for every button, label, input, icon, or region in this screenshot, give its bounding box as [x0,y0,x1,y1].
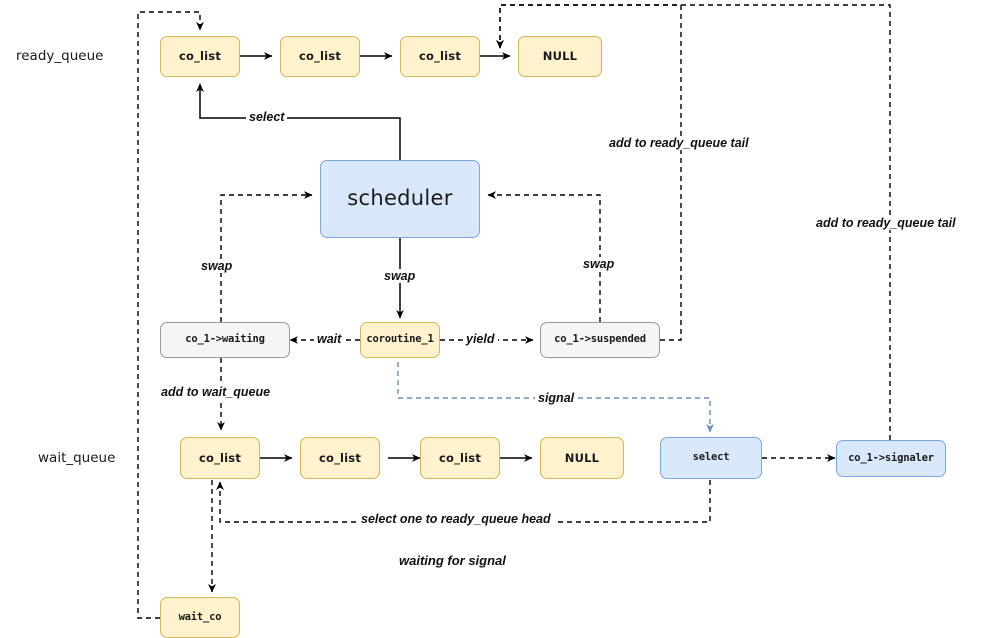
ready-queue-node-co-list-1[interactable]: co_list [160,36,240,77]
select-node[interactable]: select [660,437,762,479]
node-label: coroutine_1 [366,333,434,346]
ready-queue-node-co-list-2[interactable]: co_list [280,36,360,77]
co-1-signaler-node[interactable]: co_1->signaler [836,440,946,477]
node-label: NULL [542,49,578,64]
node-label: co_list [438,450,482,465]
edge-label-select: select [246,110,288,124]
wait-queue-node-co-list-2[interactable]: co_list [300,437,380,479]
ready-queue-node-co-list-3[interactable]: co_list [400,36,480,77]
edge-label-signal: signal [535,391,578,405]
edge-label-yield: yield [463,332,498,346]
node-label: co_1->signaler [848,451,934,464]
edge-label-wait: wait [314,332,345,346]
edge-label-add-to-wait-queue: add to wait_queue [158,385,274,399]
ready-queue-node-null[interactable]: NULL [518,36,602,77]
node-label: co_1->suspended [554,333,646,346]
node-label: co_list [198,450,242,465]
node-label: wait_co [178,610,222,623]
node-label: co_list [418,49,462,64]
wait-queue-node-null[interactable]: NULL [540,437,624,479]
node-label: co_list [178,49,222,64]
edge-select-scheduler-to-ready-head [196,83,401,160]
row-label-wait-queue: wait_queue [38,450,116,466]
edge-label-add-to-ready-queue-tail-2: add to ready_queue tail [813,216,959,230]
node-label: co_list [318,450,362,465]
scheduler-node[interactable]: scheduler [320,160,480,238]
co-1-waiting-node[interactable]: co_1->waiting [160,322,290,358]
node-label: NULL [564,450,600,465]
edge-label-swap-right: swap [580,257,618,271]
wait-queue-node-co-list-3[interactable]: co_list [420,437,500,479]
edge-waitco-to-ready-head [137,11,204,619]
edge-label-waiting-for-signal: waiting for signal [396,554,509,568]
co-1-suspended-node[interactable]: co_1->suspended [540,322,660,358]
node-label: co_list [298,49,342,64]
wait-co-node[interactable]: wait_co [160,597,240,638]
node-label: scheduler [347,186,453,211]
edge-label-select-one-to-ready-queue-head: select one to ready_queue head [358,512,554,526]
edge-label-swap-center: swap [381,269,419,283]
row-label-ready-queue: ready_queue [16,48,104,64]
node-label: select [692,451,730,464]
coroutine-1-node[interactable]: coroutine_1 [360,322,440,358]
edge-label-add-to-ready-queue-tail-1: add to ready_queue tail [606,136,752,150]
node-label: co_1->waiting [185,333,265,346]
edge-label-swap-left: swap [198,259,236,273]
wait-queue-node-co-list-1[interactable]: co_list [180,437,260,479]
